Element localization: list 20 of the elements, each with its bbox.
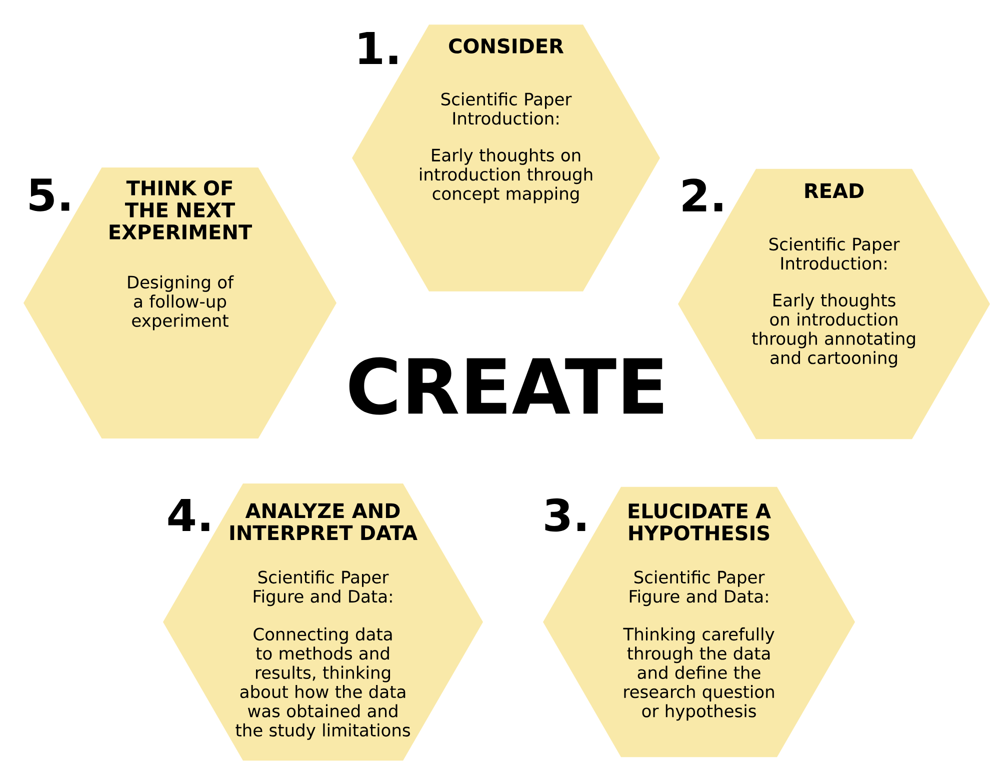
heading: ANALYZE AND INTERPRET DATA <box>230 503 418 540</box>
description: Connecting data to methods and results, thinking about how the data was obtained and the study limitations <box>236 627 410 740</box>
step-number: 2. <box>682 178 722 212</box>
step-number: 1. <box>359 32 398 64</box>
description: Thinking carefully through the data and define the research question or hypothesis <box>623 627 774 721</box>
description: Scientific Paper Figure and Data: <box>630 570 768 606</box>
step-number: 3. <box>545 498 586 532</box>
center-title: CREATE <box>349 357 663 415</box>
description: Scientific Paper Introduction: <box>441 92 572 125</box>
heading: CONSIDER <box>449 38 564 54</box>
description: Early thoughts on introduction through concept mapping <box>420 148 592 204</box>
description: Designing of a follow-up experiment <box>128 275 234 330</box>
step-number: 4. <box>168 498 210 532</box>
heading: ELUCIDATE A HYPOTHESIS <box>628 503 771 541</box>
description: Early thoughts on introduction through annotating and cartooning <box>752 293 915 368</box>
step-number: 5. <box>30 178 70 212</box>
description: Scientific Paper Introduction: <box>769 237 900 270</box>
heading: THINK OF THE NEXT EXPERIMENT <box>110 180 252 240</box>
heading: READ <box>805 183 864 198</box>
description: Scientific Paper Figure and Data: <box>254 570 392 606</box>
